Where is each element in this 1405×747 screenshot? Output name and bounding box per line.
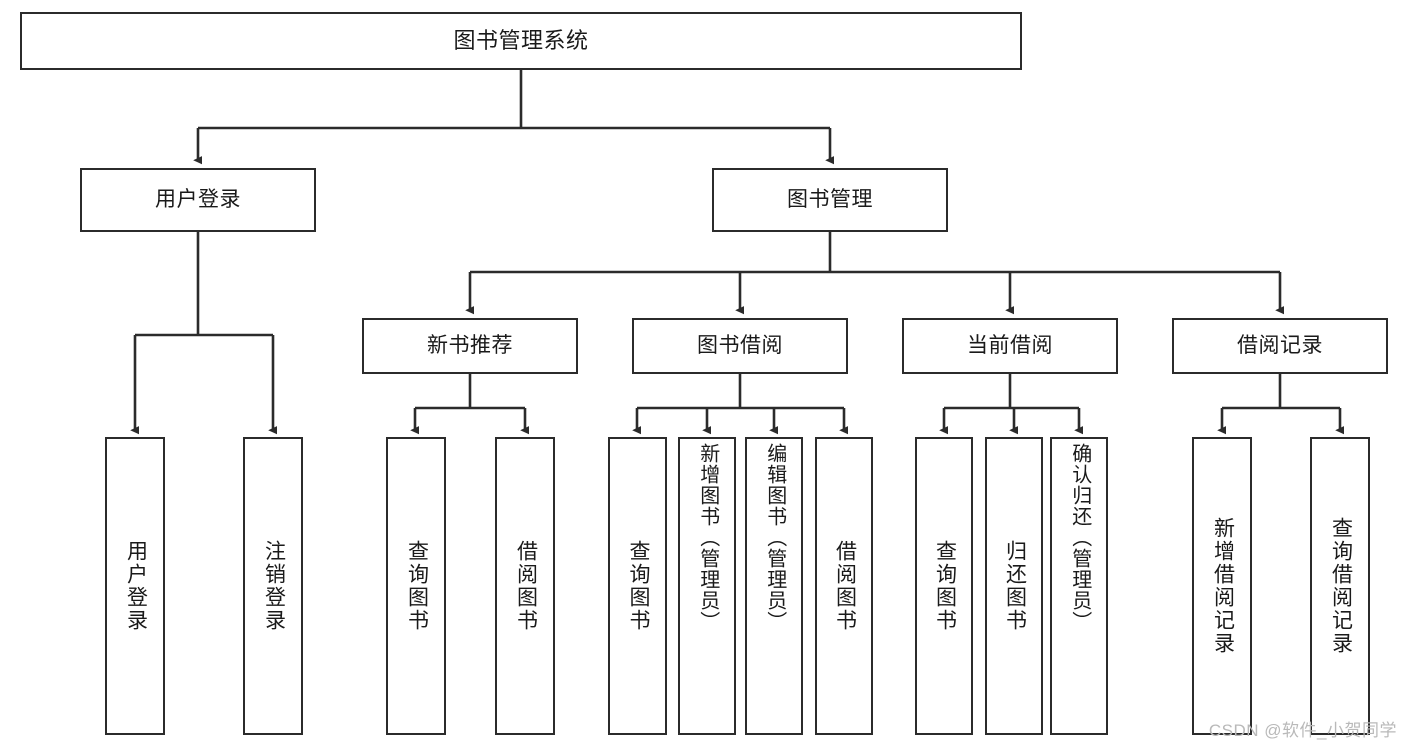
leaf-query-book-current[interactable]: 查询图书 [915, 437, 973, 735]
csdn-watermark: CSDN @软件_小贺同学 [1208, 721, 1397, 740]
node-label: 借阅图书 [833, 540, 857, 632]
node-label: 查询图书 [405, 540, 429, 632]
node-label: 当前借阅 [967, 334, 1053, 358]
node-label: 新书推荐 [427, 334, 513, 358]
node-label: 编辑图书（管理员） [763, 443, 786, 632]
leaf-query-borrow-record[interactable]: 查询借阅记录 [1310, 437, 1370, 735]
node-label: 确认归还（管理员） [1068, 443, 1091, 632]
node-label: 新增图书（管理员） [696, 443, 719, 632]
leaf-confirm-return-admin[interactable]: 确认归还（管理员） [1050, 437, 1108, 735]
node-current-borrow[interactable]: 当前借阅 [902, 318, 1118, 374]
node-label: 借阅记录 [1237, 334, 1323, 358]
leaf-query-book-borrow[interactable]: 查询图书 [608, 437, 667, 735]
node-label: 用户登录 [124, 540, 148, 632]
node-book-borrow[interactable]: 图书借阅 [632, 318, 848, 374]
node-label: 查询图书 [626, 540, 650, 632]
node-new-book-recommend[interactable]: 新书推荐 [362, 318, 578, 374]
leaf-edit-book-admin[interactable]: 编辑图书（管理员） [745, 437, 803, 735]
leaf-user-login[interactable]: 用户登录 [105, 437, 165, 735]
leaf-add-book-admin[interactable]: 新增图书（管理员） [678, 437, 736, 735]
node-book-management[interactable]: 图书管理 [712, 168, 948, 232]
node-root-book-management-system[interactable]: 图书管理系统 [20, 12, 1022, 70]
leaf-borrow-book-recommend[interactable]: 借阅图书 [495, 437, 555, 735]
leaf-user-logout[interactable]: 注销登录 [243, 437, 303, 735]
node-label: 查询借阅记录 [1329, 517, 1353, 655]
leaf-add-borrow-record[interactable]: 新增借阅记录 [1192, 437, 1252, 735]
node-label: 图书管理 [787, 188, 873, 212]
node-label: 借阅图书 [514, 540, 538, 632]
leaf-query-book-recommend[interactable]: 查询图书 [386, 437, 446, 735]
leaf-borrow-book[interactable]: 借阅图书 [815, 437, 873, 735]
node-label: 用户登录 [155, 188, 241, 212]
node-label: 注销登录 [262, 540, 286, 632]
node-label: 图书借阅 [697, 334, 783, 358]
node-label: 归还图书 [1003, 540, 1027, 632]
node-label: 查询图书 [933, 540, 957, 632]
node-user-login[interactable]: 用户登录 [80, 168, 316, 232]
node-borrow-record[interactable]: 借阅记录 [1172, 318, 1388, 374]
leaf-return-book[interactable]: 归还图书 [985, 437, 1043, 735]
node-label: 图书管理系统 [453, 27, 589, 53]
node-label: 新增借阅记录 [1211, 517, 1235, 655]
